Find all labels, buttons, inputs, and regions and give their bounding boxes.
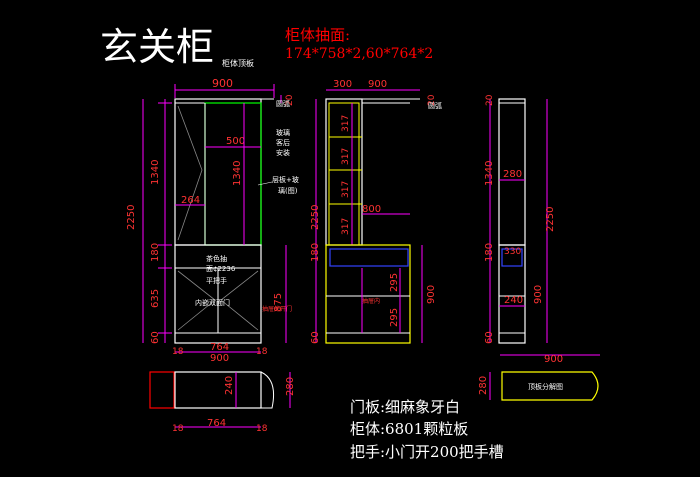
- side-dim-60: 60: [310, 331, 321, 344]
- dim-875-label: 875: [273, 293, 284, 312]
- dim-900-front: 900: [210, 353, 229, 364]
- plan-arc: [260, 371, 275, 409]
- plan-dim-240: 240: [224, 376, 235, 395]
- right-drawer: [501, 248, 523, 267]
- note-drawer: 抽屉外开门: [262, 305, 292, 313]
- note-inner-doors: 内嵌双面门: [195, 298, 230, 307]
- dim-18-left: 18: [172, 347, 184, 357]
- right-dim-900-bottom: 900: [544, 354, 563, 365]
- right-dim-2250: 2250: [545, 207, 556, 232]
- plan-dim-18-left: 18: [172, 424, 184, 434]
- right-dim-330: 330: [504, 247, 521, 257]
- dim-1340-inner: 1340: [232, 161, 243, 186]
- note-leader: [257, 181, 273, 186]
- dim-635-left: 635: [150, 289, 161, 308]
- side-dim-900: 900: [368, 79, 387, 90]
- drawing-title: 玄关柜: [100, 25, 214, 69]
- right-dim-1340: 1340: [484, 161, 495, 186]
- side-note-inner: 抽屉内: [362, 297, 380, 305]
- dim-60-left: 60: [150, 331, 161, 344]
- side-dim-317-c: 317: [341, 181, 351, 198]
- note-glass-2: 客后: [276, 138, 290, 147]
- plan-dim-280: 280: [285, 377, 296, 396]
- note-handle-2: 平把手: [206, 276, 227, 285]
- side-dim-295-a: 295: [389, 273, 400, 292]
- material-handle: 把手:小门开200把手槽: [350, 443, 504, 461]
- plan-dim-764: 764: [207, 418, 226, 429]
- front-view: 柜体顶板 900 500 264 2250: [126, 58, 299, 364]
- note-shelf-glass: 层板+玻: [272, 175, 299, 184]
- front-width-dim-label: 900: [212, 77, 233, 90]
- top-panel-label: 柜体顶板: [222, 58, 254, 68]
- side-dim-180: 180: [310, 243, 321, 262]
- side-dim-20: 20: [427, 94, 437, 106]
- material-door: 门板:细麻象牙白: [350, 398, 460, 416]
- top-panel-shape: [501, 371, 599, 401]
- right-dim-240: 240: [504, 295, 523, 306]
- side-dim-295-b: 295: [389, 308, 400, 327]
- note-handle: 面¢2236: [206, 265, 236, 273]
- note-tea-color: 茶色抽: [206, 254, 227, 263]
- top-panel-plan: 顶板分解图 280: [478, 371, 599, 401]
- dim-1340-left: 1340: [150, 160, 161, 185]
- top-panel-label: 顶板分解图: [528, 382, 563, 391]
- right-dim-180: 180: [484, 243, 495, 262]
- front-left-door-swing: [177, 105, 203, 241]
- dim-18-right: 18: [256, 347, 268, 357]
- plan-end-left: [149, 371, 175, 409]
- right-dim-900: 900: [533, 285, 544, 304]
- drawer-face-note-dims: 174*758*2,60*764*2: [285, 46, 433, 62]
- dim-20-front: 20: [285, 94, 295, 106]
- right-lower-frame: [498, 244, 526, 344]
- side-dim-900-right: 900: [426, 285, 437, 304]
- right-view: 20 1340 180 60 280 330 240 2250 900 900: [484, 94, 600, 365]
- side-dim-317-d: 317: [341, 218, 351, 235]
- side-dim-2250: 2250: [310, 205, 321, 230]
- front-lower-frame: [174, 244, 262, 344]
- side-dim-800: 800: [362, 204, 381, 215]
- front-upper-frame: [174, 98, 262, 246]
- note-glass-3: 安装: [276, 148, 290, 157]
- side-dim-317-a: 317: [341, 115, 351, 132]
- top-panel-dim-280: 280: [478, 376, 489, 395]
- front-left-lower-door-swing: [177, 270, 216, 331]
- side-dim-317-b: 317: [341, 148, 351, 165]
- dim-500-label: 500: [226, 136, 245, 147]
- note-glass: 玻璃: [276, 128, 290, 137]
- right-dim-280: 280: [503, 169, 522, 180]
- note-shelf-glass-2: 璃(图): [278, 186, 298, 195]
- plan-body: [174, 371, 262, 409]
- side-view: 300 900 317 317 317 317 800 抽屉内 295 295 …: [310, 79, 442, 344]
- drawer-face-note-title: 柜体抽面:: [285, 26, 350, 44]
- right-dim-20: 20: [485, 94, 495, 106]
- plan-view: 240 280 764 18 18: [149, 371, 296, 434]
- side-drawer: [329, 248, 409, 267]
- side-lower-frame: [325, 244, 411, 344]
- side-note-round-arc: 圆弧: [428, 101, 442, 110]
- dim-2250-label: 2250: [126, 205, 137, 230]
- note-round-arc: 圆弧: [276, 99, 290, 108]
- front-right-lower-door-swing: [220, 270, 259, 331]
- dim-764-front: 764: [210, 342, 229, 353]
- right-dim-60: 60: [484, 331, 495, 344]
- dim-180-left: 180: [150, 243, 161, 262]
- dim-264-label: 264: [181, 195, 200, 206]
- plan-dim-18-right: 18: [256, 424, 268, 434]
- side-dim-300: 300: [333, 79, 352, 90]
- material-body: 柜体:6801颗粒板: [350, 420, 468, 438]
